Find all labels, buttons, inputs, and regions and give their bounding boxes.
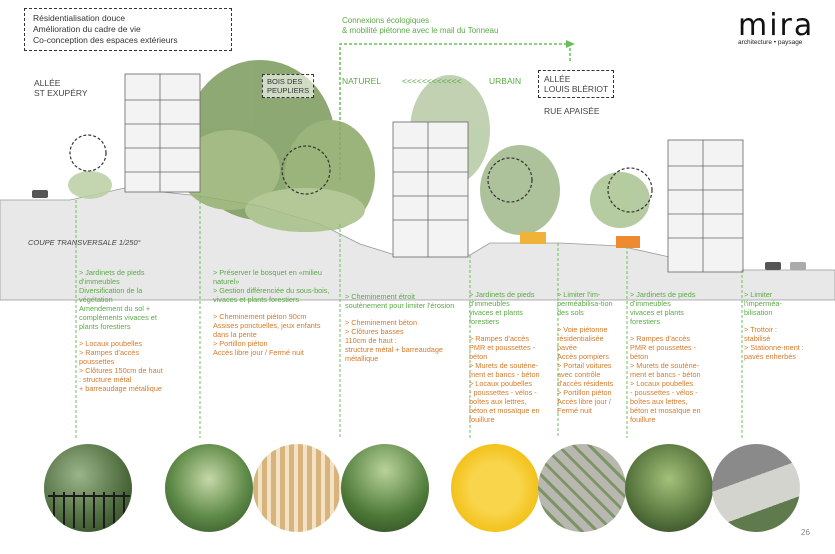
column-green: > Jardinets de pieds d'immeubles vivaces… (469, 290, 535, 326)
arrows-label: <<<<<<<<<<<< (402, 76, 462, 86)
column-4: > Jardinets de pieds d'immeubles vivaces… (469, 290, 553, 432)
photo-wood-fence (253, 444, 341, 532)
logo-tagline: architecture • paysage (738, 39, 803, 46)
objectives-box: Résidentialisation douce Amélioration du… (24, 8, 232, 51)
objective-line: Résidentialisation douce (33, 13, 126, 23)
ground-profile (0, 187, 835, 301)
column-7: > Limiter l'imperméa-bilisation > Trotto… (744, 290, 804, 369)
photo-mosaic (451, 444, 539, 532)
street-right-sub: RUE APAISÉE (544, 106, 600, 116)
car-right-icon (765, 262, 781, 270)
column-orange: > Voie piétonne résidentialisée pavée Ac… (557, 325, 614, 415)
car-right2-icon (790, 262, 806, 270)
street-left: ALLÉE ST EXUPÉRY (34, 78, 88, 98)
column-green: > Limiter l'imperméa-bilisation (744, 290, 782, 317)
building-2 (392, 121, 469, 258)
pavilion-1 (520, 232, 546, 244)
column-6: > Jardinets de pieds d'immeubles vivaces… (630, 290, 714, 432)
urbain-label: URBAIN (489, 76, 522, 86)
column-2: > Préserver le bosquet en «milieu nature… (213, 268, 333, 365)
connexion-arrow (339, 43, 571, 180)
column-orange: > Rampes d'accès PMR et poussettes - bét… (630, 334, 701, 424)
column-3: > Cheminement étroit soutènement pour li… (345, 292, 455, 371)
objective-line: Co-conception des espaces extérieurs (33, 35, 178, 45)
column-orange: > Trottoir : stabilisé > Stationne-ment … (744, 325, 804, 361)
column-orange: > Rampes d'accès PMR et poussettes - bét… (469, 334, 540, 424)
column-green: > Jardinets de pieds d'immeubles Diversi… (79, 268, 157, 331)
connexion-text: Connexions écologiques & mobilité piéton… (342, 16, 499, 35)
photo-bench (712, 444, 800, 532)
photo-plants (625, 444, 713, 532)
column-orange: > Locaux poubelles > Rampes d'accès pous… (79, 339, 163, 393)
logo-name: mira (738, 8, 815, 43)
column-5: > Limiter l'im-perméabilisa-tion des sol… (557, 290, 625, 423)
activity-circles (69, 134, 653, 213)
column-green: > Jardinets de pieds d'immeubles vivaces… (630, 290, 696, 326)
fence-icon (48, 492, 130, 528)
street-right: ALLÉE LOUIS BLÉRIOT (538, 70, 615, 98)
column-orange: > Cheminement piéton 90cm Assises ponctu… (213, 312, 321, 357)
building-3 (667, 139, 744, 273)
photo-path (341, 444, 429, 532)
column-green: > Préserver le bosquet en «milieu nature… (213, 268, 330, 304)
bois-label: BOIS DES PEUPLIERS (262, 74, 315, 98)
photo-woodland (165, 444, 253, 532)
naturel-label: NATUREL (342, 76, 382, 86)
photo-pavers (538, 444, 626, 532)
building-1 (124, 73, 201, 193)
column-green: > Cheminement étroit soutènement pour li… (345, 292, 455, 310)
car-left-icon (32, 190, 48, 198)
objective-line: Amélioration du cadre de vie (33, 24, 141, 34)
column-orange: > Cheminement béton > Clôtures basses 11… (345, 318, 443, 363)
photo-fence (44, 444, 132, 532)
mira-logo: mira architecture • paysage (738, 8, 814, 46)
column-1: > Jardinets de pieds d'immeubles Diversi… (79, 268, 165, 401)
column-green: > Limiter l'im-perméabilisa-tion des sol… (557, 290, 613, 317)
guide-lines (75, 196, 743, 438)
pavilion-2 (616, 236, 640, 248)
page-number: 26 (801, 528, 810, 537)
arrow-head-icon (566, 40, 575, 48)
section-label: COUPE TRANSVERSALE 1/250° (28, 238, 141, 247)
